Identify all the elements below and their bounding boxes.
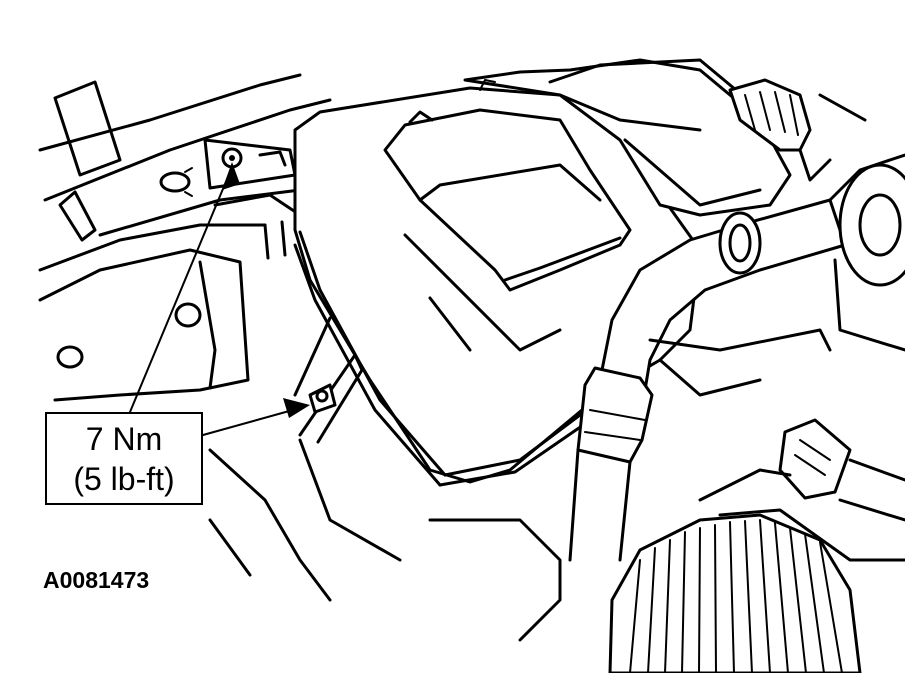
throttle-body [648, 153, 905, 397]
filter-element [428, 508, 905, 673]
cowl-panel [38, 73, 332, 272]
inner-fender-panel [38, 248, 402, 602]
rear-cover [463, 58, 792, 217]
air-hose [568, 198, 847, 562]
torque-lbft-label: (5 lb-ft) [73, 460, 175, 497]
clamp-assembly [698, 418, 905, 522]
torque-nm-label: 7 Nm [85, 420, 163, 457]
figure-id: A0081473 [43, 567, 150, 593]
torque-callout: 7 Nm (5 lb-ft) [45, 412, 203, 505]
leader-line-lower [202, 398, 310, 436]
electrical-connector [728, 78, 867, 182]
leader-line-upper [129, 162, 240, 413]
upper-bracket [203, 138, 302, 217]
